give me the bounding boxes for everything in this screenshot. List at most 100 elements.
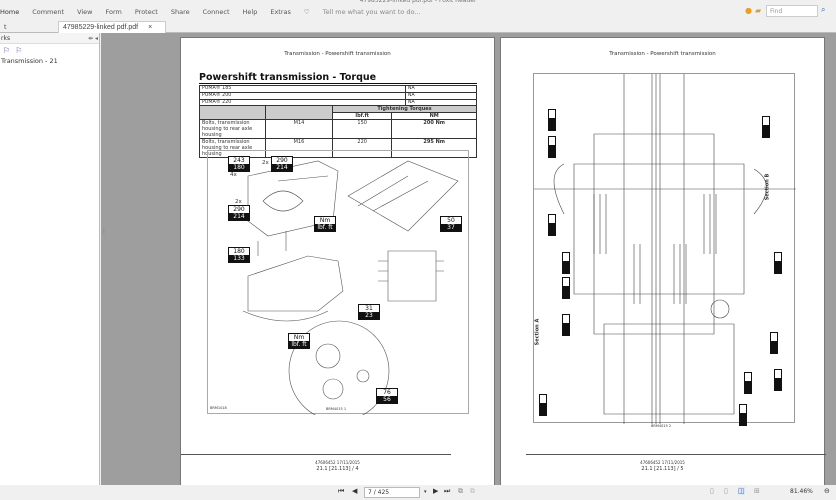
footer-page-number: 21.1 [21.113] / 5 — [641, 466, 684, 472]
col-nm: NM — [391, 112, 477, 120]
table-row: Bolts, transmission housing to rear axle… — [199, 138, 477, 158]
bookmark-add-icon[interactable]: ⚐ — [15, 46, 23, 55]
torque-lbf: 133 — [229, 255, 249, 262]
find-input[interactable]: Find — [766, 5, 818, 17]
menu-view[interactable]: View — [77, 8, 93, 16]
model-cell: PUMA® 200 — [199, 92, 406, 100]
torque-nm: 76 — [377, 389, 397, 396]
tell-me-input[interactable]: Tell me what you want to do... — [322, 8, 421, 16]
desc-cell: Bolts, transmission housing to rear axle… — [199, 119, 266, 139]
collapse-panel-icon[interactable]: ⇹ ◂ — [88, 35, 98, 42]
figure-code: BRM1018 — [210, 406, 227, 410]
transmission-drawing — [242, 160, 459, 415]
value-cell: NA — [404, 85, 478, 93]
previous-view-icon[interactable]: ⧉ — [458, 487, 463, 495]
bookmarks-panel: rks⇹ ◂ ⚐ ⚐ Transmission - 21 — [0, 33, 100, 485]
unit-lbf: lbf. ft — [315, 224, 335, 231]
menu-connect[interactable]: Connect — [202, 8, 230, 16]
menu-protect[interactable]: Protect — [134, 8, 158, 16]
section-b-label: Section B — [764, 173, 771, 201]
last-page-icon[interactable]: ⏭ — [444, 487, 451, 495]
torque-marker — [548, 136, 556, 158]
menu-share[interactable]: Share — [170, 8, 190, 16]
tab-start[interactable]: t — [4, 23, 7, 31]
zoom-out-icon[interactable]: ⊖ — [824, 487, 830, 495]
torque-lbf: 214 — [229, 213, 249, 220]
torque-marker — [562, 314, 570, 336]
torque-marker — [562, 252, 570, 274]
col-lbf: lbf.ft — [331, 112, 393, 120]
menu-form[interactable]: Form — [105, 8, 122, 16]
unit-lbf: lbf. ft — [289, 341, 309, 348]
group-header: Tightening Torques — [332, 105, 477, 113]
page-dropdown-icon[interactable]: ▾ — [424, 489, 427, 495]
page-header: Transmission - Powershift transmission — [609, 51, 716, 57]
value-cell: NA — [404, 92, 478, 100]
next-view-icon[interactable]: ⧉ — [470, 487, 475, 495]
menu-extras[interactable]: Extras — [270, 8, 291, 16]
menu-bar: Home Comment View Form Protect Share Con… — [0, 4, 836, 20]
zoom-level[interactable]: 81.46% — [790, 488, 813, 495]
continuous-facing-icon[interactable]: ⊞ — [754, 487, 760, 495]
model-cell: PUMA® 185 — [199, 85, 406, 93]
torque-nm: 290 — [272, 157, 292, 164]
torque-marker — [770, 332, 778, 354]
first-page-icon[interactable]: ⏮ — [338, 487, 345, 495]
status-bar: ⏮ ◀ 7 / 425 ▾ ▶ ⏭ ⧉ ⧉ ▯ ▯ ◫ ⊞ 81.46% ⊖ — [0, 485, 836, 500]
qty-label: 2x — [262, 160, 269, 166]
single-page-icon[interactable]: ▯ — [710, 487, 714, 495]
torque-marker — [562, 277, 570, 299]
torque-marker — [548, 214, 556, 236]
bookmark-item[interactable]: Transmission - 21 — [1, 57, 58, 65]
menu-comment[interactable]: Comment — [32, 8, 65, 16]
torque-marker — [744, 372, 752, 394]
nm-cell: 295 Nm — [391, 138, 477, 158]
torque-lbf: 37 — [441, 224, 461, 231]
lightbulb-icon: ♡ — [303, 8, 310, 16]
torque-nm: 180 — [229, 248, 249, 255]
window-title: 47985229-linked pdf.pdf - Foxit Reader — [359, 0, 477, 4]
document-viewer[interactable]: Transmission - Powershift transmission P… — [101, 33, 836, 486]
page-number-input[interactable]: 7 / 425 — [364, 487, 420, 498]
footer-code: 47606452 17/11/2015 — [315, 460, 360, 465]
divider — [199, 83, 477, 84]
torque-marker — [774, 369, 782, 391]
menu-home[interactable]: Home — [0, 8, 20, 16]
section-drawing: Section B Section A — [533, 73, 796, 426]
page-header: Transmission - Powershift transmission — [284, 51, 391, 57]
torque-nm: 50 — [441, 217, 461, 224]
lbf-cell: 150 — [331, 119, 393, 139]
continuous-icon[interactable]: ▯ — [724, 487, 728, 495]
page-5: Transmission - Powershift transmission S… — [500, 37, 826, 486]
figure-caption: BRM4015 2 — [651, 424, 672, 428]
previous-page-icon[interactable]: ◀ — [352, 487, 358, 495]
menu-help[interactable]: Help — [242, 8, 258, 16]
bookmark-expand-icon[interactable]: ⚐ — [3, 46, 11, 55]
folder-icon[interactable]: ▰ — [755, 6, 762, 15]
tab-document[interactable]: 47985229-linked pdf.pdf × — [58, 21, 166, 33]
torque-lbf: 23 — [359, 312, 379, 319]
heart-icon[interactable]: ● — [745, 6, 752, 15]
panel-resize-handle[interactable]: ⋮ — [101, 228, 107, 235]
torque-lbf: 180 — [229, 164, 249, 171]
next-page-icon[interactable]: ▶ — [433, 487, 439, 495]
search-icon[interactable]: ⌕ — [821, 5, 826, 14]
qty-label: 4x — [230, 172, 237, 178]
close-tab-icon[interactable]: × — [148, 24, 153, 31]
facing-icon[interactable]: ◫ — [738, 487, 745, 495]
size-cell: M16 — [265, 138, 333, 158]
table-row: Bolts, transmission housing to rear axle… — [199, 119, 477, 139]
